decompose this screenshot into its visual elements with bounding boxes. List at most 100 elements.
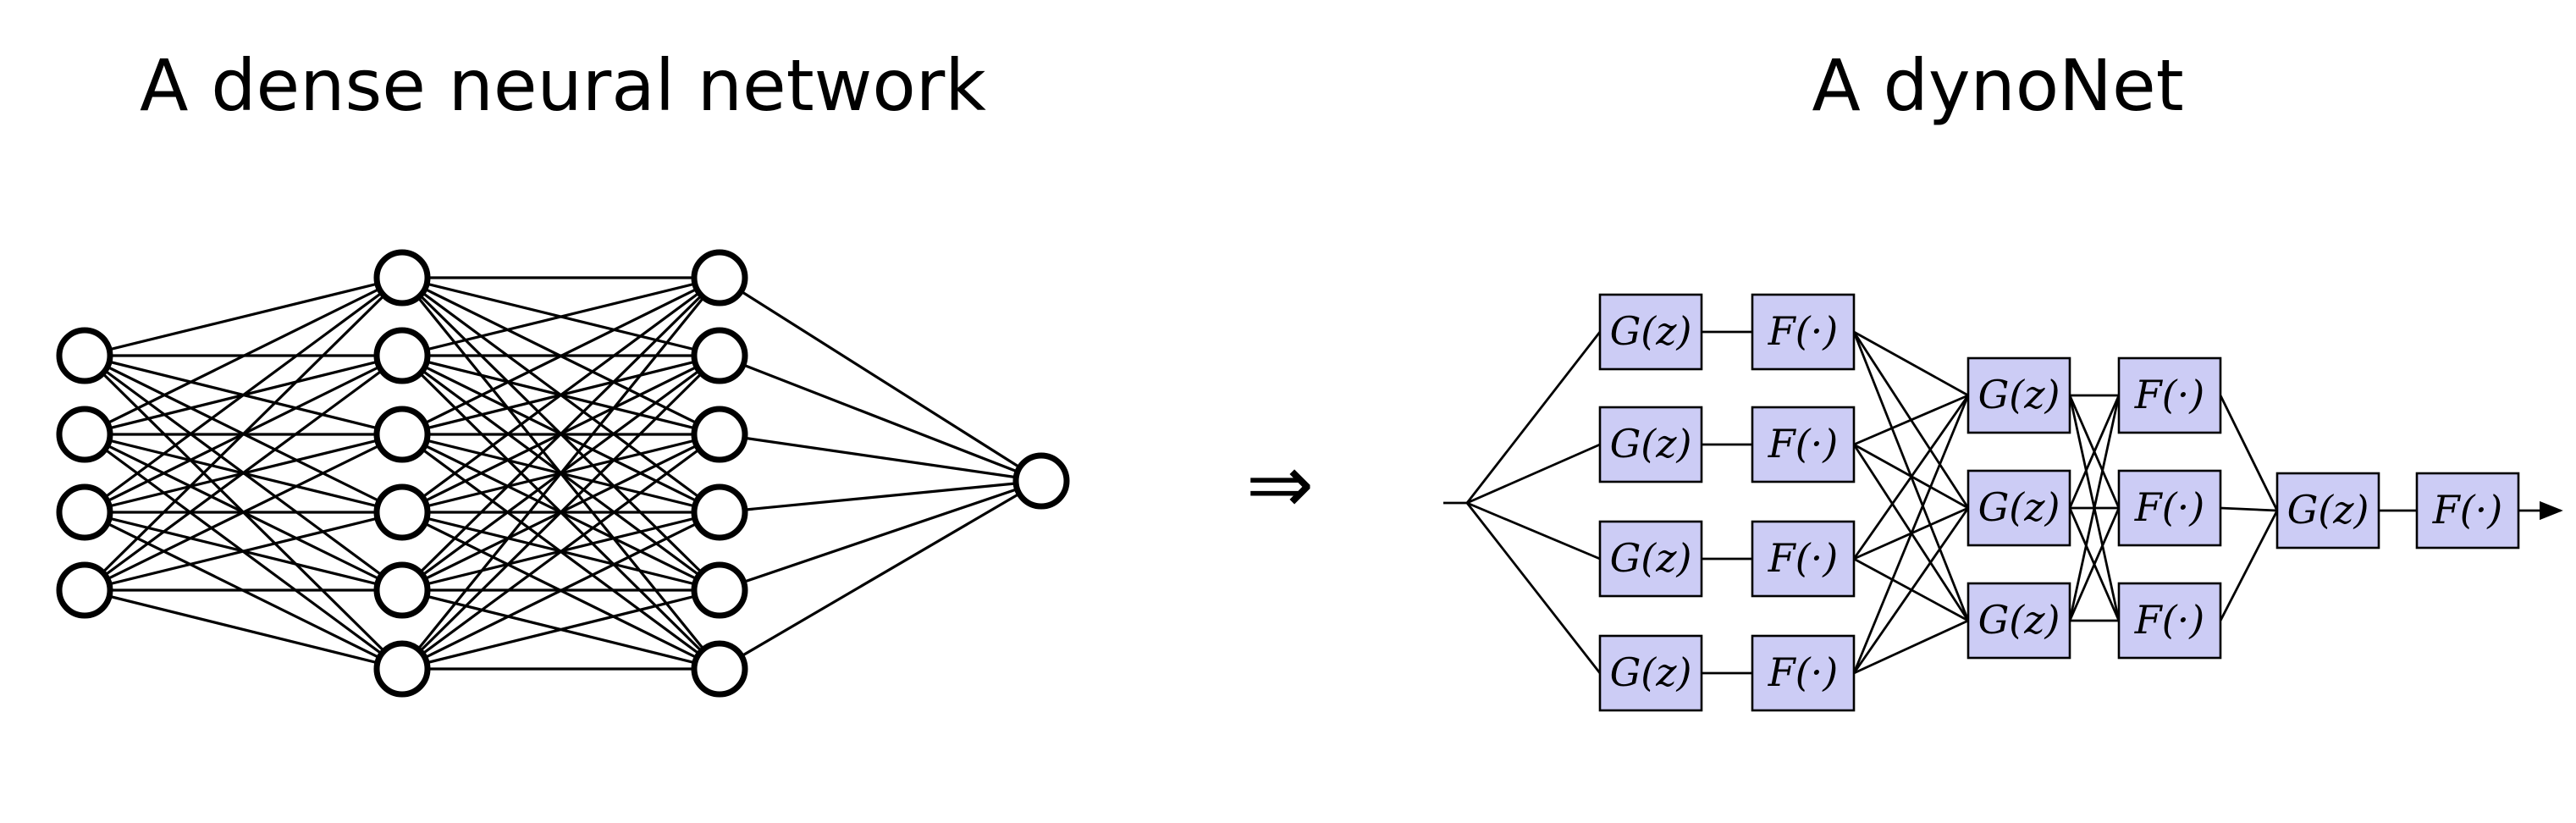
- dynonet-connections: [1443, 330, 2563, 675]
- f-block-label: F(·): [2134, 372, 2204, 417]
- f-block-label: F(·): [2432, 487, 2502, 533]
- neuron: [373, 406, 431, 463]
- g-block-label: G(z): [1610, 308, 1692, 354]
- g-block: G(z): [1966, 469, 2071, 547]
- g-block-label: G(z): [1978, 484, 2060, 530]
- g-block-box: [1598, 293, 1703, 371]
- dense-connection: [401, 588, 720, 671]
- g-block: G(z): [1966, 582, 2071, 660]
- g-block: G(z): [1966, 356, 2071, 434]
- neuron: [1012, 452, 1070, 510]
- g-block-box: [2275, 472, 2380, 550]
- dense-connection: [400, 276, 721, 671]
- g-block: G(z): [1598, 293, 1703, 371]
- g-block-box: [1598, 406, 1703, 483]
- neuron: [373, 249, 431, 307]
- dynonet-connection: [2068, 395, 2121, 621]
- dynonet-connection: [2219, 510, 2279, 621]
- neuron: [691, 327, 748, 384]
- neuron: [691, 249, 748, 307]
- g-block-box: [1598, 634, 1703, 712]
- g-block-box: [1966, 469, 2071, 547]
- dense-connection: [719, 479, 1042, 592]
- neuron: [56, 561, 113, 619]
- dynonet-connection: [2220, 506, 2278, 512]
- neuron: [56, 327, 113, 384]
- dense-connection: [719, 479, 1042, 514]
- dynonet-connection: [2219, 395, 2279, 511]
- f-block: F(·): [2415, 472, 2520, 550]
- dynonet-connection: [1853, 619, 1969, 675]
- neuron: [691, 483, 748, 541]
- neuron: [691, 406, 748, 463]
- f-block: F(·): [1751, 634, 1856, 712]
- g-block-label: G(z): [2287, 487, 2369, 533]
- dense-connection: [401, 276, 720, 514]
- dense-connection: [84, 588, 403, 671]
- dense-connection: [83, 276, 404, 592]
- g-block-box: [1966, 582, 2071, 660]
- neuron: [373, 483, 431, 541]
- g-block-box: [1966, 356, 2071, 434]
- dense-connection: [401, 511, 720, 671]
- f-block-box: [2117, 356, 2222, 434]
- f-block-label: F(·): [1768, 649, 1838, 695]
- f-block-box: [1751, 520, 1856, 598]
- dense-connection: [84, 276, 403, 357]
- g-block-label: G(z): [1978, 597, 2060, 643]
- dense-connection: [400, 354, 721, 671]
- dynonet-connection: [1852, 507, 1970, 674]
- neuron: [373, 640, 431, 698]
- dense-connection: [84, 276, 403, 436]
- f-block-label: F(·): [1768, 308, 1838, 354]
- f-block: F(·): [2117, 356, 2222, 434]
- g-block: G(z): [1598, 520, 1703, 598]
- dynonet-connection: [1852, 395, 1970, 560]
- dense-connection: [401, 433, 720, 671]
- dynonet-connection: [1465, 502, 1602, 674]
- f-block-box: [2415, 472, 2520, 550]
- dense-connection: [400, 276, 721, 592]
- dense-connection: [84, 276, 403, 514]
- f-block-label: F(·): [2134, 484, 2204, 530]
- dynonet-blocks: G(z) G(z) G(z) G(z) F(·) F(·) F(·) F(·) G(z) G(z)…: [1598, 293, 2520, 712]
- f-block-box: [1751, 634, 1856, 712]
- neuron: [373, 327, 431, 384]
- f-block: F(·): [2117, 469, 2222, 547]
- g-block: G(z): [2275, 472, 2380, 550]
- dynonet-connection: [1465, 331, 1602, 504]
- dense-connection: [84, 433, 403, 592]
- f-block-label: F(·): [1768, 421, 1838, 467]
- f-block-box: [1751, 293, 1856, 371]
- g-block-label: G(z): [1978, 372, 2060, 417]
- f-block-box: [2117, 582, 2222, 660]
- dense-network-connections: [83, 276, 1042, 671]
- dynonet-connection: [2068, 507, 2121, 621]
- dense-connection: [84, 511, 403, 592]
- f-block-box: [2117, 469, 2222, 547]
- g-block-box: [1598, 520, 1703, 598]
- dense-network-title: A dense neural network: [140, 44, 986, 127]
- neuron: [373, 561, 431, 619]
- f-block: F(·): [1751, 406, 1856, 483]
- dense-connection: [719, 354, 1042, 483]
- dense-connection: [719, 276, 1042, 483]
- dense-connection: [719, 479, 1042, 671]
- dynonet-connection: [2068, 395, 2121, 509]
- f-block-label: F(·): [2134, 597, 2204, 643]
- neuron: [56, 483, 113, 541]
- f-block-label: F(·): [1768, 535, 1838, 581]
- neuron: [56, 406, 113, 463]
- dynonet-connection: [1852, 395, 1970, 674]
- dense-connection: [84, 354, 403, 592]
- g-block-label: G(z): [1610, 535, 1692, 581]
- g-block-label: G(z): [1610, 421, 1692, 467]
- dynonet-connection: [1466, 443, 1601, 505]
- g-block: G(z): [1598, 406, 1703, 483]
- neuron: [691, 561, 748, 619]
- dynonet-title: A dynoNet: [1812, 44, 2183, 127]
- neuron: [691, 640, 748, 698]
- g-block-label: G(z): [1610, 649, 1692, 695]
- dense-network-neurons: [56, 249, 1070, 698]
